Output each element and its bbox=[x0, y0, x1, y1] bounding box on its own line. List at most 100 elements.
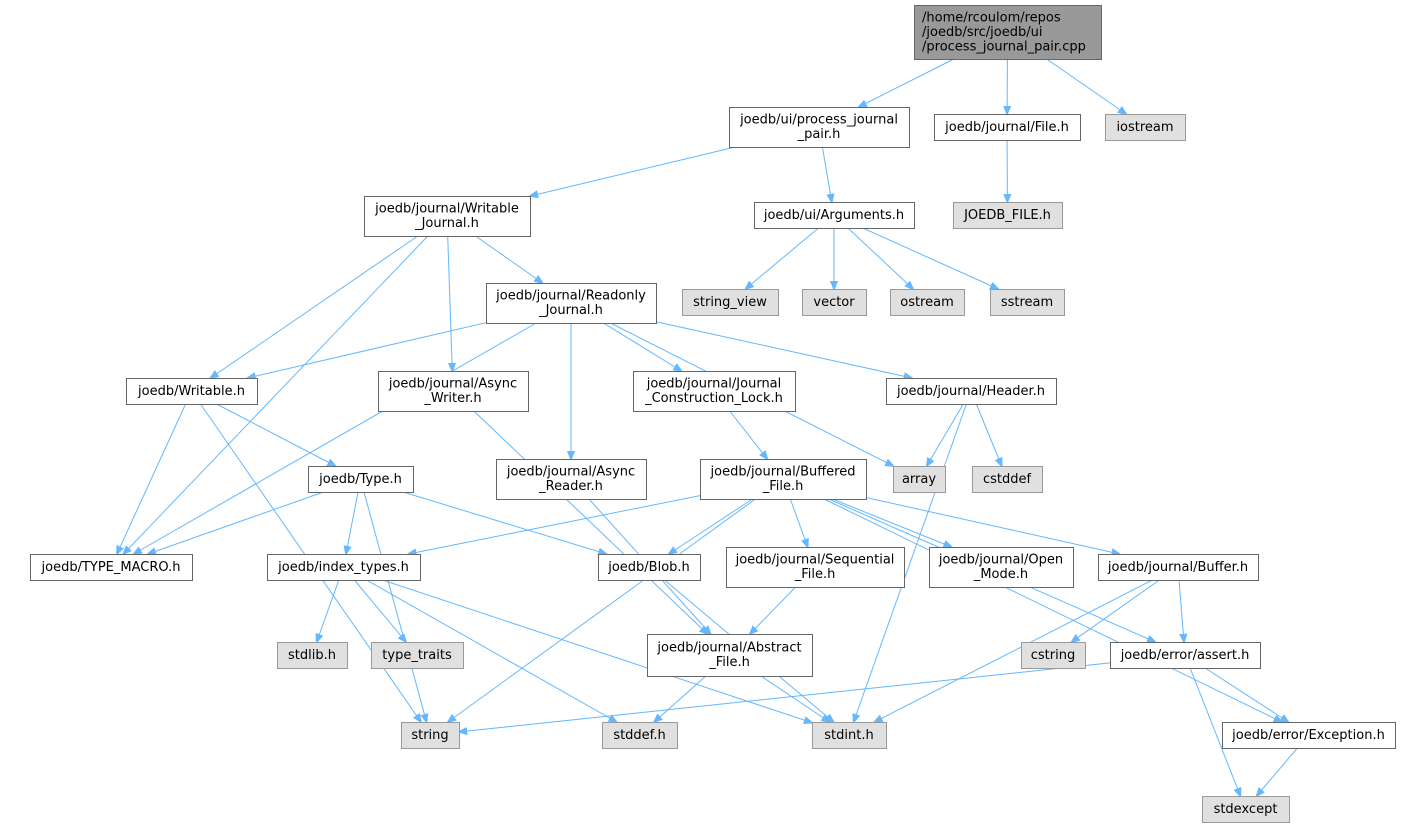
node-label: _File.h bbox=[762, 479, 804, 494]
node-stdexcept: stdexcept bbox=[1202, 796, 1290, 823]
node-idx[interactable]: joedb/index_types.h bbox=[267, 554, 421, 581]
node-om[interactable]: joedb/journal/Open_Mode.h bbox=[929, 547, 1074, 588]
node-label: joedb/journal/Async bbox=[506, 465, 635, 480]
node-root[interactable]: /home/rcoulom/repos/joedb/src/joedb/ui/p… bbox=[914, 5, 1102, 60]
edge-type-to-blob bbox=[402, 491, 606, 554]
node-label: _Journal.h bbox=[414, 216, 479, 231]
edge-type-to-idx bbox=[346, 491, 359, 554]
node-label: joedb/Type.h bbox=[318, 472, 402, 487]
node-label: joedb/journal/Abstract bbox=[656, 641, 801, 656]
node-typemacro[interactable]: joedb/TYPE_MACRO.h bbox=[30, 554, 193, 581]
node-pjp[interactable]: joedb/ui/process_journal_pair.h bbox=[729, 107, 910, 148]
edge-bf-to-string bbox=[448, 498, 756, 722]
node-label: ostream bbox=[900, 295, 954, 310]
node-type_traits: type_traits bbox=[371, 642, 464, 669]
node-label: string_view bbox=[693, 295, 767, 310]
node-box bbox=[726, 547, 905, 588]
node-box bbox=[1110, 642, 1261, 669]
edge-idx-to-stdint bbox=[382, 579, 812, 723]
node-box bbox=[401, 722, 460, 749]
edge-buffer-to-cstring bbox=[1072, 579, 1160, 642]
node-blob[interactable]: joedb/Blob.h bbox=[598, 554, 701, 581]
node-label: joedb/journal/Buffer.h bbox=[1107, 560, 1248, 575]
node-stdint: stdint.h bbox=[812, 722, 887, 749]
node-writable[interactable]: joedb/Writable.h bbox=[126, 378, 258, 405]
node-label: /home/rcoulom/repos bbox=[922, 10, 1061, 25]
node-buffer[interactable]: joedb/journal/Buffer.h bbox=[1098, 554, 1259, 581]
node-layer: /home/rcoulom/repos/joedb/src/joedb/ui/p… bbox=[30, 5, 1396, 823]
node-box bbox=[277, 642, 348, 669]
node-jcl[interactable]: joedb/journal/Journal_Construction_Lock.… bbox=[633, 371, 796, 412]
node-label: _File.h bbox=[794, 567, 836, 582]
node-box bbox=[1098, 554, 1259, 581]
node-box bbox=[1021, 642, 1086, 669]
node-label: joedb/journal/File.h bbox=[944, 120, 1069, 135]
edge-assert-to-exception bbox=[1204, 667, 1288, 722]
node-box bbox=[890, 289, 965, 316]
node-label: vector bbox=[813, 295, 855, 310]
edge-seq-to-af bbox=[750, 586, 796, 634]
edge-header-to-array bbox=[927, 403, 964, 466]
node-rj[interactable]: joedb/journal/Readonly_Journal.h bbox=[486, 283, 657, 324]
node-aw[interactable]: joedb/journal/Async_Writer.h bbox=[378, 371, 529, 412]
node-box bbox=[126, 378, 258, 405]
edge-header-to-stdint bbox=[854, 403, 967, 722]
node-label: sstream bbox=[1001, 295, 1053, 310]
node-box bbox=[953, 202, 1063, 229]
edge-type-to-typemacro bbox=[148, 491, 324, 554]
node-label: joedb/journal/Journal bbox=[646, 377, 782, 392]
node-label: string bbox=[411, 728, 448, 743]
node-seq[interactable]: joedb/journal/Sequential_File.h bbox=[726, 547, 905, 588]
node-joedbfile: JOEDB_FILE.h bbox=[953, 202, 1063, 229]
node-label: joedb/journal/Sequential bbox=[735, 553, 895, 568]
edge-bf-to-blob bbox=[669, 498, 753, 554]
edge-type-to-string bbox=[363, 491, 427, 722]
node-assert[interactable]: joedb/error/assert.h bbox=[1110, 642, 1261, 669]
node-exception[interactable]: joedb/error/Exception.h bbox=[1222, 722, 1396, 749]
node-label: /joedb/src/joedb/ui bbox=[922, 25, 1043, 40]
node-wj[interactable]: joedb/journal/Writable_Journal.h bbox=[364, 196, 531, 237]
edge-writable-to-type bbox=[216, 403, 336, 466]
node-ar[interactable]: joedb/journal/Async_Reader.h bbox=[496, 459, 647, 500]
node-label: joedb/ui/process_journal bbox=[739, 113, 898, 128]
node-box bbox=[647, 634, 813, 677]
edge-bf-to-idx bbox=[408, 495, 701, 554]
edge-pjp-to-wj bbox=[530, 146, 736, 196]
node-box bbox=[802, 289, 867, 316]
node-box bbox=[496, 459, 647, 500]
edge-assert-to-string bbox=[459, 662, 1111, 732]
edge-args-to-sstream bbox=[862, 227, 998, 289]
node-header[interactable]: joedb/journal/Header.h bbox=[886, 378, 1057, 405]
node-label: joedb/journal/Writable bbox=[374, 202, 519, 217]
node-label: joedb/ui/Arguments.h bbox=[763, 208, 904, 223]
node-label: JOEDB_FILE.h bbox=[963, 208, 1051, 223]
node-box bbox=[308, 466, 414, 493]
node-box bbox=[371, 642, 464, 669]
node-box bbox=[267, 554, 421, 581]
edge-pjp-to-args bbox=[821, 146, 831, 202]
edge-buffer-to-assert bbox=[1178, 579, 1184, 642]
edge-layer bbox=[117, 58, 1298, 796]
node-box bbox=[598, 554, 701, 581]
node-cstring: cstring bbox=[1021, 642, 1086, 669]
node-stdlib: stdlib.h bbox=[277, 642, 348, 669]
node-box bbox=[486, 283, 657, 324]
edge-aw-to-af bbox=[473, 410, 708, 634]
node-label: /process_journal_pair.cpp bbox=[922, 39, 1086, 54]
node-type[interactable]: joedb/Type.h bbox=[308, 466, 414, 493]
node-label: _Writer.h bbox=[423, 391, 481, 406]
node-bf[interactable]: joedb/journal/Buffered_File.h bbox=[700, 459, 867, 500]
node-sstream: sstream bbox=[990, 289, 1065, 316]
edge-bf-to-buffer bbox=[865, 497, 1120, 555]
node-box bbox=[700, 459, 867, 500]
edge-bf-to-om bbox=[832, 498, 952, 547]
edge-root-to-iostream bbox=[1046, 58, 1127, 114]
node-box bbox=[990, 289, 1065, 316]
node-args[interactable]: joedb/ui/Arguments.h bbox=[754, 202, 915, 229]
edge-header-to-cstddef bbox=[975, 403, 1001, 466]
edge-wj-to-aw bbox=[447, 235, 453, 371]
edge-wj-to-typemacro bbox=[123, 235, 429, 554]
node-jfile[interactable]: joedb/journal/File.h bbox=[934, 114, 1081, 141]
node-cstddef: cstddef bbox=[972, 466, 1043, 493]
node-af[interactable]: joedb/journal/Abstract_File.h bbox=[647, 634, 813, 677]
